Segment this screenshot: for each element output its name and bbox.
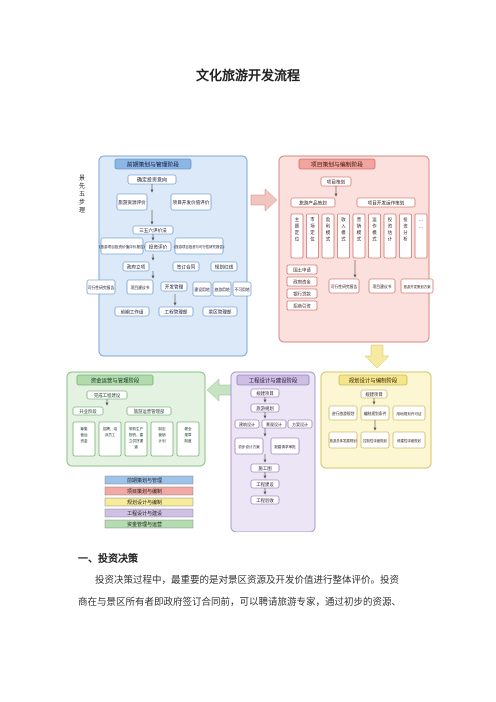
purple-node-2: 旅游规划 [256, 405, 274, 412]
red-column-2: 市场定位 [310, 216, 315, 243]
yellow-node-5: 旅游总体发展规划 [329, 438, 357, 443]
blue-node-9: 签订合同 [177, 264, 196, 271]
blue-node-18: 工程管理部 [165, 309, 188, 316]
blue-node-3: 项目开发价值评价 [173, 199, 210, 206]
blue-node-13: 开发管理 [165, 284, 184, 291]
legend-swatch-1 [104, 475, 194, 485]
arrow-right-icon [250, 188, 278, 212]
purple-node-8: 施工图 [258, 465, 272, 472]
legend-label-4: 工程设计与建设 [127, 510, 162, 517]
red-column-9: …… [419, 218, 423, 230]
page-title: 文化旅游开发流程 [195, 69, 300, 84]
blue-node-4: 三五六评价法 [139, 227, 167, 234]
green-column-2: 招聘、培训员工 [103, 426, 118, 437]
red-column-4: 收入模式 [341, 216, 346, 243]
legend-swatch-4 [104, 508, 194, 518]
yellow-node-4: 用地规划许可证 [396, 411, 422, 416]
stage-blue-header-box [114, 158, 192, 170]
side-label: 景先五步理 [79, 175, 85, 214]
red-bottom-2: 项目建议书 [373, 284, 392, 289]
legend-swatch-2 [104, 486, 194, 496]
blue-node-12: 项目建议书 [131, 285, 150, 290]
paragraph-line-2: 商在与景区所有者即政府签订合同前，可以聘请旅游专家，通过初步的资源、 [78, 597, 402, 608]
red-column-7: 投资估计 [388, 216, 393, 243]
green-node-2: 开业阶段 [79, 408, 97, 415]
red-node-3: 项目开发运作策划 [368, 200, 405, 207]
blue-node-2: 旅游资源评价 [118, 199, 146, 206]
purple-node-1: 规建项目 [256, 390, 274, 397]
blue-node-10: 规划红线 [215, 264, 234, 271]
stage-purple-header: 工程设计与建设阶段 [249, 377, 298, 385]
red-column-3: 盈利模式 [326, 217, 331, 243]
green-column-4: 制定营销计划 [158, 426, 166, 443]
legend-swatch-5 [104, 519, 194, 529]
red-side-4: 招商引资 [293, 303, 311, 310]
red-side-3: 银行贷款 [293, 291, 311, 298]
green-column-1: 筹集营运资金 [80, 426, 88, 443]
red-column-6: 运作模式 [372, 216, 377, 243]
blue-node-17: 前期工作组 [121, 309, 144, 316]
yellow-node-7: 修建性详细规划 [397, 438, 421, 443]
green-node-1: 完成工程建设 [94, 392, 121, 399]
purple-node-7: 报建请求审批 [274, 444, 296, 449]
red-bottom-3: 旅游开发策划方案 [403, 284, 431, 289]
section-heading: 一、投资决策 [78, 554, 138, 565]
red-column-1: 主题定位 [295, 216, 300, 243]
red-bottom-1: 可行性研究报告 [331, 284, 358, 289]
blue-node-6: 投资评价 [149, 244, 168, 251]
legend-label-5: 资金管理与运营 [127, 521, 162, 528]
stage-green-header: 资金运营与管理阶段 [91, 377, 140, 385]
yellow-node-3: 编制规划条件 [364, 411, 387, 416]
stage-red-header: 项目策划与编制阶段 [311, 161, 363, 169]
yellow-node-1: 规建项目 [365, 391, 383, 398]
red-side-1: 国土申请 [293, 267, 311, 274]
red-column-8: 投资分析 [403, 216, 408, 243]
stage-blue-panel [98, 155, 248, 357]
purple-node-10: 工程验收 [256, 497, 274, 504]
blue-node-15: 旅游用地 [214, 287, 229, 292]
stage-blue-header: 前期策划与管理阶段 [127, 161, 179, 169]
purple-node-4: 景观设计 [266, 421, 282, 427]
blue-node-11: 可行性研究报告 [88, 285, 115, 290]
purple-node-5: 方案设计 [292, 421, 308, 427]
legend-label-1: 前期策划与管理 [127, 477, 162, 484]
purple-node-3: 建筑设计 [239, 421, 255, 427]
blue-node-1: 确定投资意向 [137, 177, 167, 184]
yellow-node-6: 控制性详细规划 [363, 438, 387, 443]
blue-node-19: 景区管理部 [209, 309, 232, 316]
red-node-1: 项目策划 [327, 179, 346, 186]
paragraph-line-1: 投资决策过程中，最重要的是对景区资源及开发价值进行整体评价。投资 [95, 575, 400, 586]
arrow-down-icon [364, 344, 390, 369]
yellow-node-2: 进行旅游规划 [332, 411, 355, 416]
blue-node-7: 《旅游项目投资与可行性研究报告》 [172, 244, 226, 249]
development-flowchart: 前期策划与管理阶段 景先五步理 确定投资意向 旅游资源评价 项目开发价值评价 三… [65, 150, 440, 532]
red-column-5: 营销模式 [357, 216, 362, 243]
legend-label-2: 项目策划与编制 [127, 488, 162, 495]
purple-node-6: 初步设计方案 [238, 444, 260, 449]
green-column-3: 采购生产物资，建立供货渠道 [129, 426, 144, 449]
blue-node-8: 政府立项 [127, 264, 146, 271]
blue-node-5: 《旅游项目投资价值评价报告》 [97, 244, 147, 249]
stage-yellow-header: 规划设计与编制阶段 [349, 377, 398, 385]
green-column-5: 健全规章制度 [184, 426, 192, 443]
blue-node-14: 建设用地 [194, 287, 209, 292]
green-node-3: 旅游运营管理部 [134, 408, 165, 415]
legend-swatch-3 [104, 497, 194, 507]
purple-node-9: 工程建设 [256, 481, 274, 488]
red-node-2: 旅游产品策划 [299, 200, 327, 207]
red-side-2: 政府资金 [293, 279, 311, 286]
arrow-left-icon-2 [206, 378, 232, 402]
blue-node-16: 不可用地 [234, 287, 249, 292]
legend-label-3: 规划设计与编制 [127, 499, 162, 506]
red-column-group: 主题定位 市场定位 盈利模式 收入模式 营销模式 运作模式 投资估计 投资分析 …… [290, 213, 428, 259]
